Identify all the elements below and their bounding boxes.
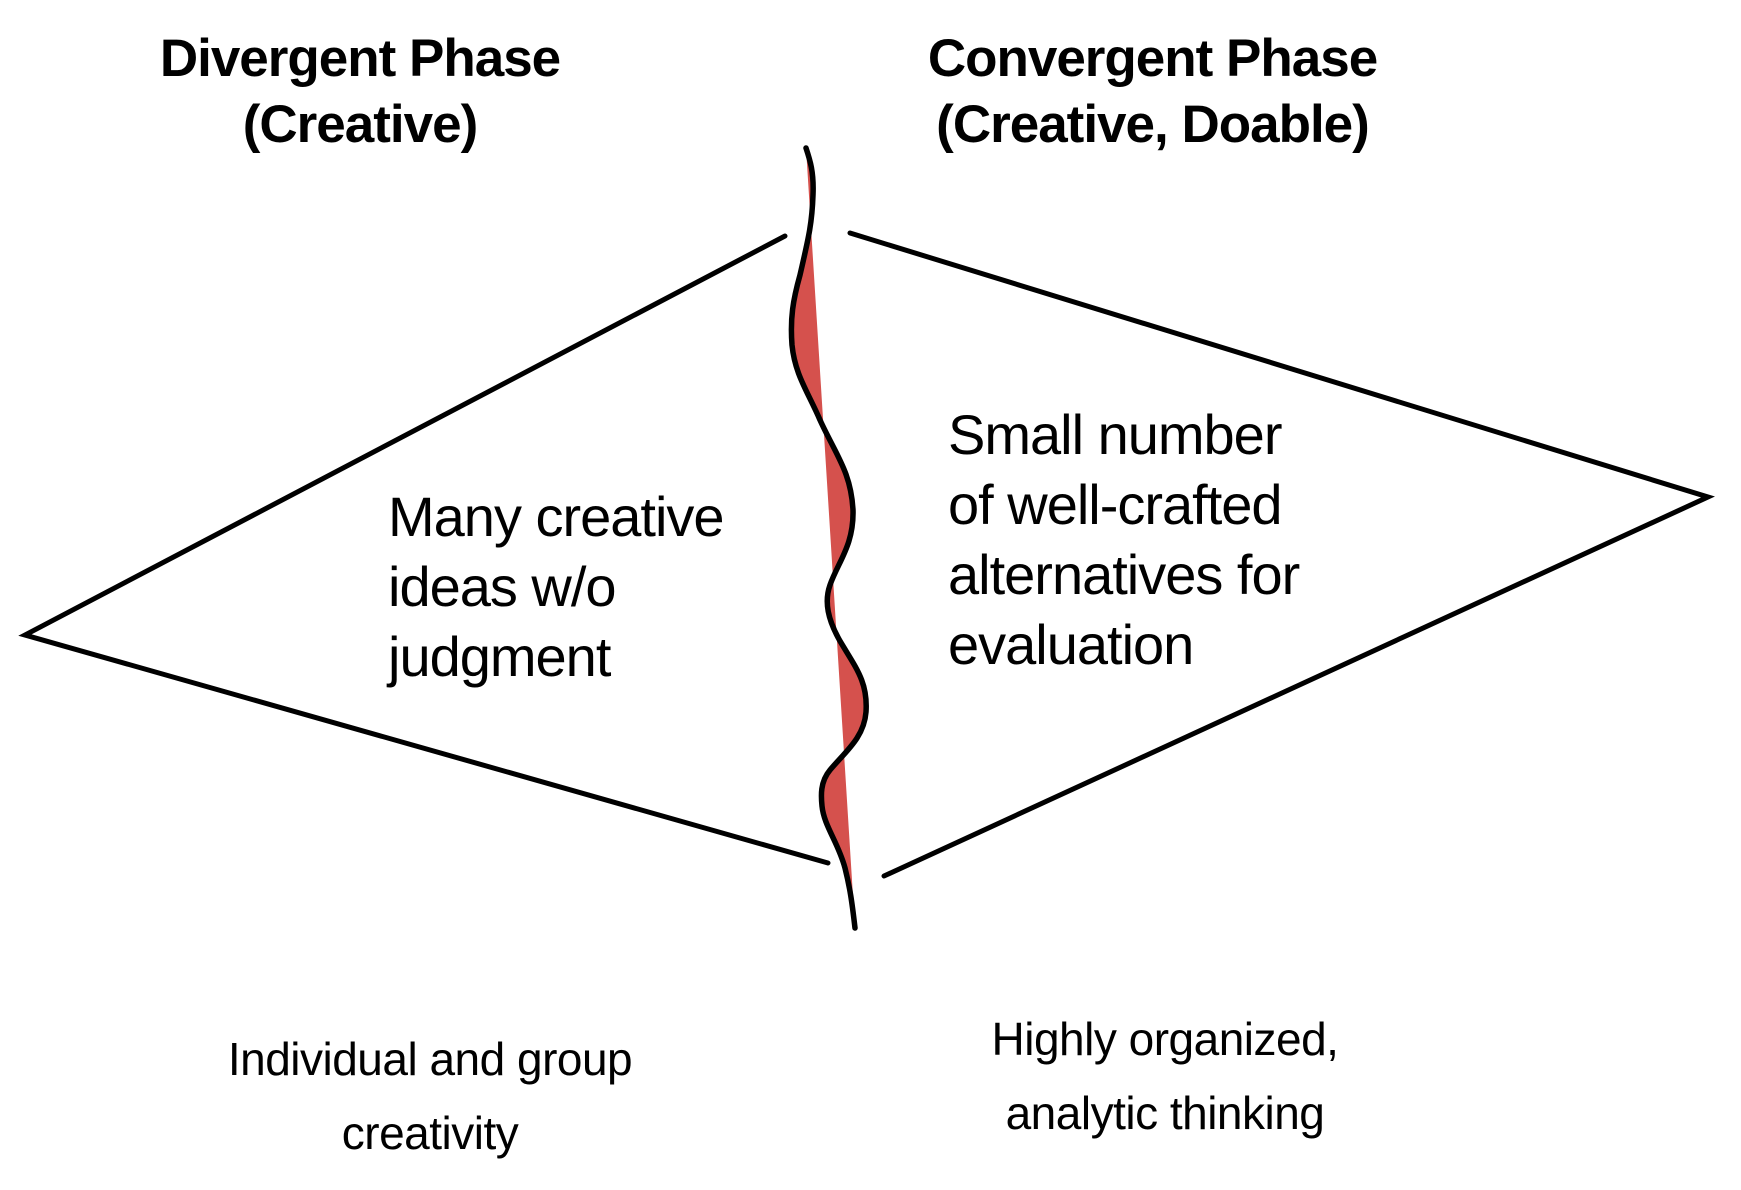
divider-ribbon-fill bbox=[791, 148, 867, 928]
convergent-inner-label: Small number of well-crafted alternative… bbox=[948, 403, 1300, 676]
divergent-caption: Individual and group creativity bbox=[227, 1033, 633, 1159]
divergent-inner-label: Many creative ideas w/o judgment bbox=[388, 485, 725, 688]
divider-squiggle-line bbox=[788, 145, 869, 931]
convergent-caption: Highly organized, analytic thinking bbox=[991, 1013, 1339, 1139]
divergent-funnel-outline bbox=[18, 233, 831, 866]
heading-convergent-phase: Convergent Phase (Creative, Doable) bbox=[880, 26, 1425, 158]
convergent-funnel-outline bbox=[847, 230, 1715, 879]
heading-divergent-line1: Divergent Phase bbox=[159, 29, 561, 88]
heading-divergent-line2: (Creative) bbox=[242, 95, 478, 154]
heading-convergent-line2: (Creative, Doable) bbox=[936, 95, 1370, 154]
heading-divergent-phase: Divergent Phase (Creative) bbox=[100, 26, 620, 158]
heading-convergent-line1: Convergent Phase bbox=[927, 29, 1378, 88]
